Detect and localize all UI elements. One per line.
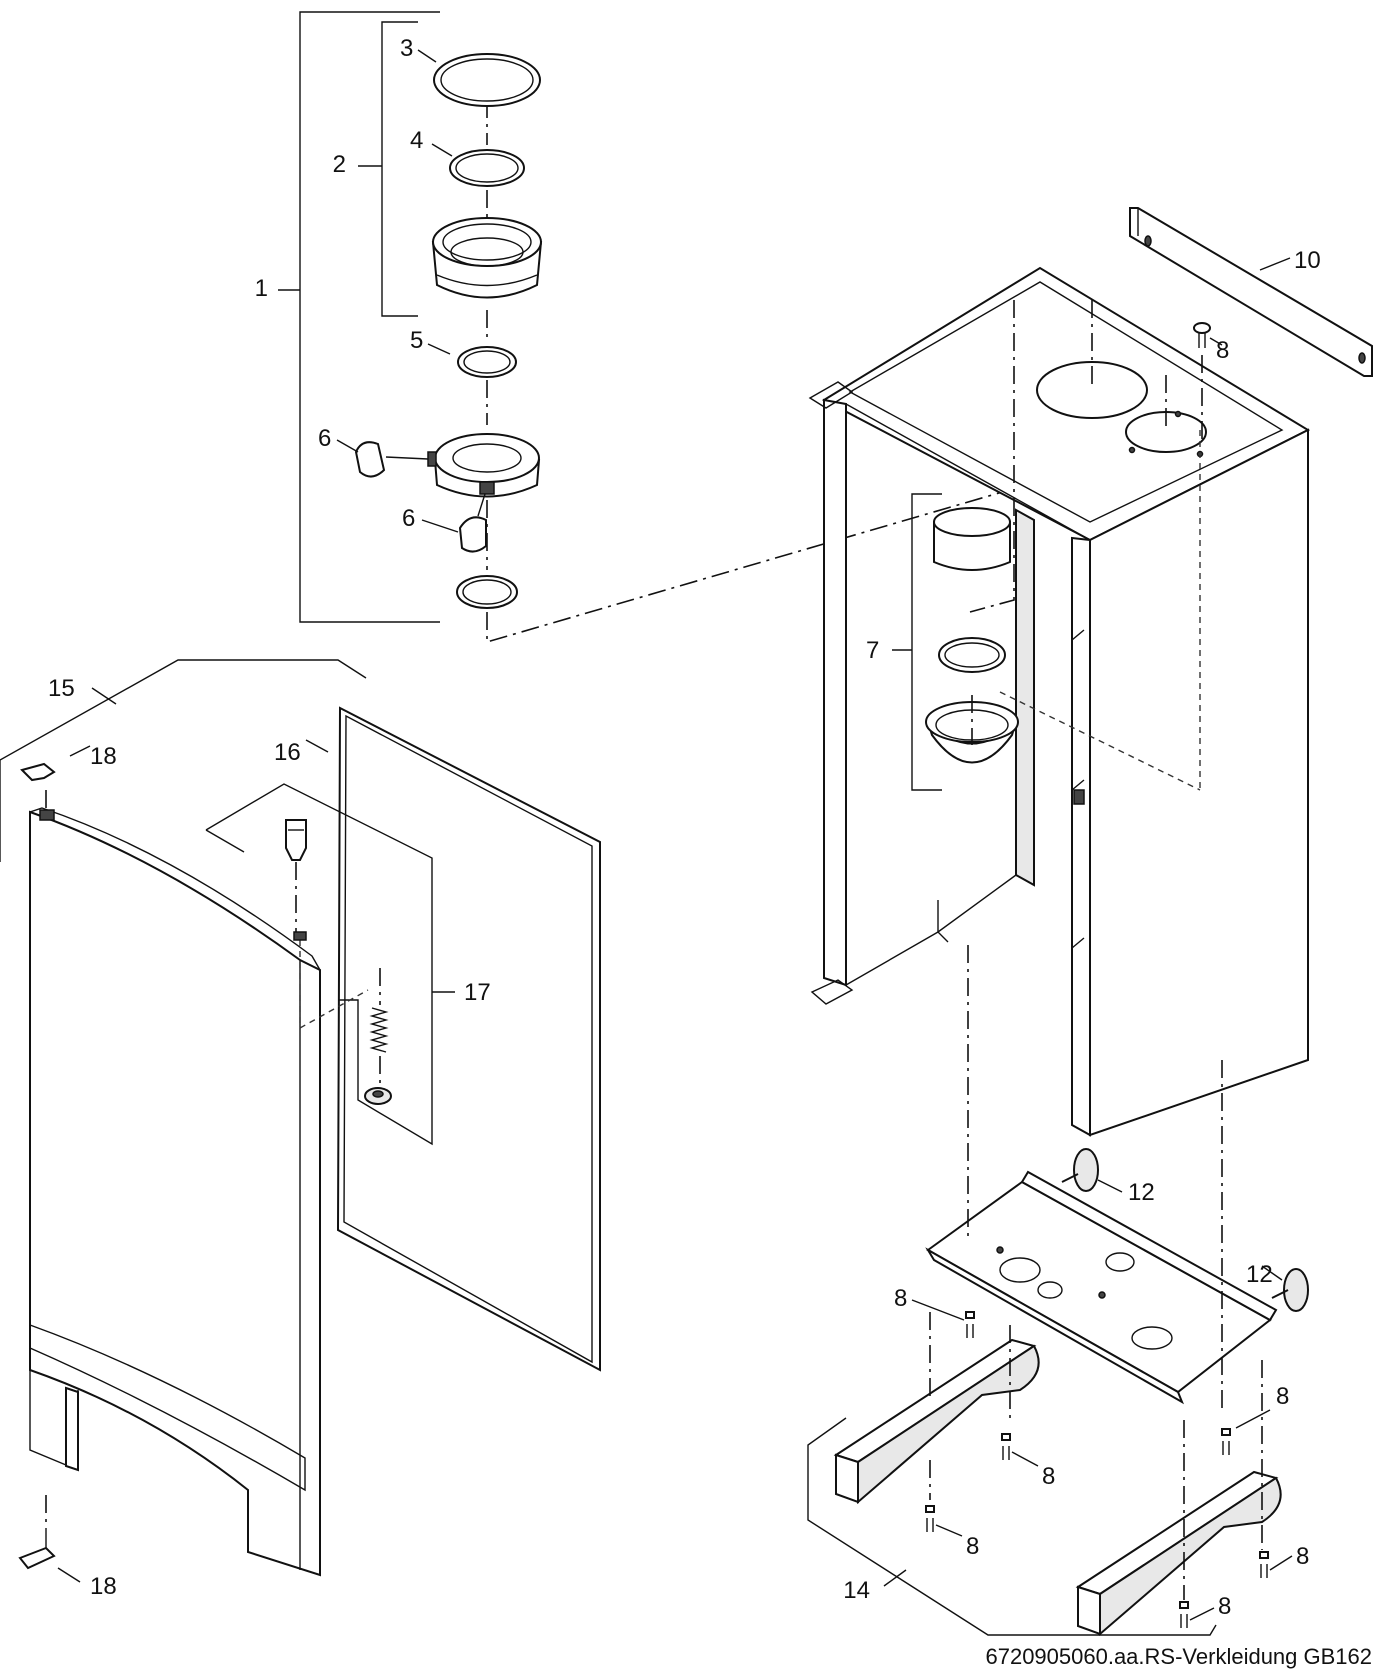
seal-ring-large bbox=[433, 53, 541, 107]
screw-8-group bbox=[925, 1311, 1269, 1628]
o-ring-lower bbox=[456, 575, 518, 609]
callout-8-e: 8 bbox=[966, 1533, 979, 1560]
callout-6-lower: 6 bbox=[402, 505, 415, 532]
measuring-cap-6b bbox=[458, 493, 487, 553]
flue-hole-large bbox=[1036, 361, 1148, 419]
callout-4: 4 bbox=[410, 127, 423, 154]
callout-3: 3 bbox=[400, 35, 413, 62]
callout-15: 15 bbox=[48, 675, 75, 702]
leveling-foot-12a bbox=[1061, 1148, 1099, 1192]
front-door-15 bbox=[0, 659, 367, 1577]
callout-16: 16 bbox=[274, 739, 301, 766]
callout-8-b: 8 bbox=[894, 1285, 907, 1312]
callout-8-f: 8 bbox=[1296, 1543, 1309, 1570]
callout-10: 10 bbox=[1294, 247, 1321, 274]
callout-18-top: 18 bbox=[90, 743, 117, 770]
callout-1: 1 bbox=[255, 275, 268, 302]
callout-14: 14 bbox=[843, 1577, 870, 1604]
o-ring-5 bbox=[457, 346, 517, 378]
cabinet-right-side bbox=[1089, 428, 1309, 1137]
leveling-foot-12b bbox=[1271, 1268, 1309, 1312]
callout-8-c: 8 bbox=[1276, 1383, 1289, 1410]
door-seal-frame-16 bbox=[336, 706, 601, 1372]
o-ring-4 bbox=[449, 149, 525, 187]
mounting-rail-10 bbox=[1129, 207, 1373, 377]
internal-flue-parts-7 bbox=[892, 493, 1019, 791]
base-rail-right bbox=[1075, 1470, 1282, 1637]
callout-8-top: 8 bbox=[1216, 337, 1229, 364]
callout-8-g: 8 bbox=[1218, 1593, 1231, 1620]
bracket-14 bbox=[807, 1417, 1217, 1636]
callout-6-upper: 6 bbox=[318, 425, 331, 452]
base-rail-left bbox=[833, 1338, 1040, 1505]
screw-8-top bbox=[1193, 322, 1211, 348]
flue-adapter-body bbox=[431, 217, 543, 299]
bracket-1 bbox=[299, 11, 440, 623]
callout-17: 17 bbox=[464, 979, 491, 1006]
callout-12-b: 12 bbox=[1246, 1261, 1273, 1288]
callout-18-bottom: 18 bbox=[90, 1573, 117, 1600]
callout-7: 7 bbox=[866, 637, 879, 664]
bracket-15 bbox=[0, 659, 367, 862]
measuring-base bbox=[427, 433, 541, 498]
callout-8-d: 8 bbox=[1042, 1463, 1055, 1490]
base-plate bbox=[925, 1170, 1278, 1405]
measuring-cap-6a bbox=[354, 441, 429, 478]
drawing-reference-caption: 6720905060.aa.RS-Verkleidung GB162 bbox=[985, 1644, 1372, 1669]
door-lock-17 bbox=[205, 783, 455, 1146]
callout-2: 2 bbox=[333, 151, 346, 178]
flue-adapter-group bbox=[278, 11, 1079, 644]
callout-5: 5 bbox=[410, 327, 423, 354]
callout-12-a: 12 bbox=[1128, 1179, 1155, 1206]
bracket-2 bbox=[381, 21, 418, 317]
casing-cabinet bbox=[808, 266, 1311, 1137]
